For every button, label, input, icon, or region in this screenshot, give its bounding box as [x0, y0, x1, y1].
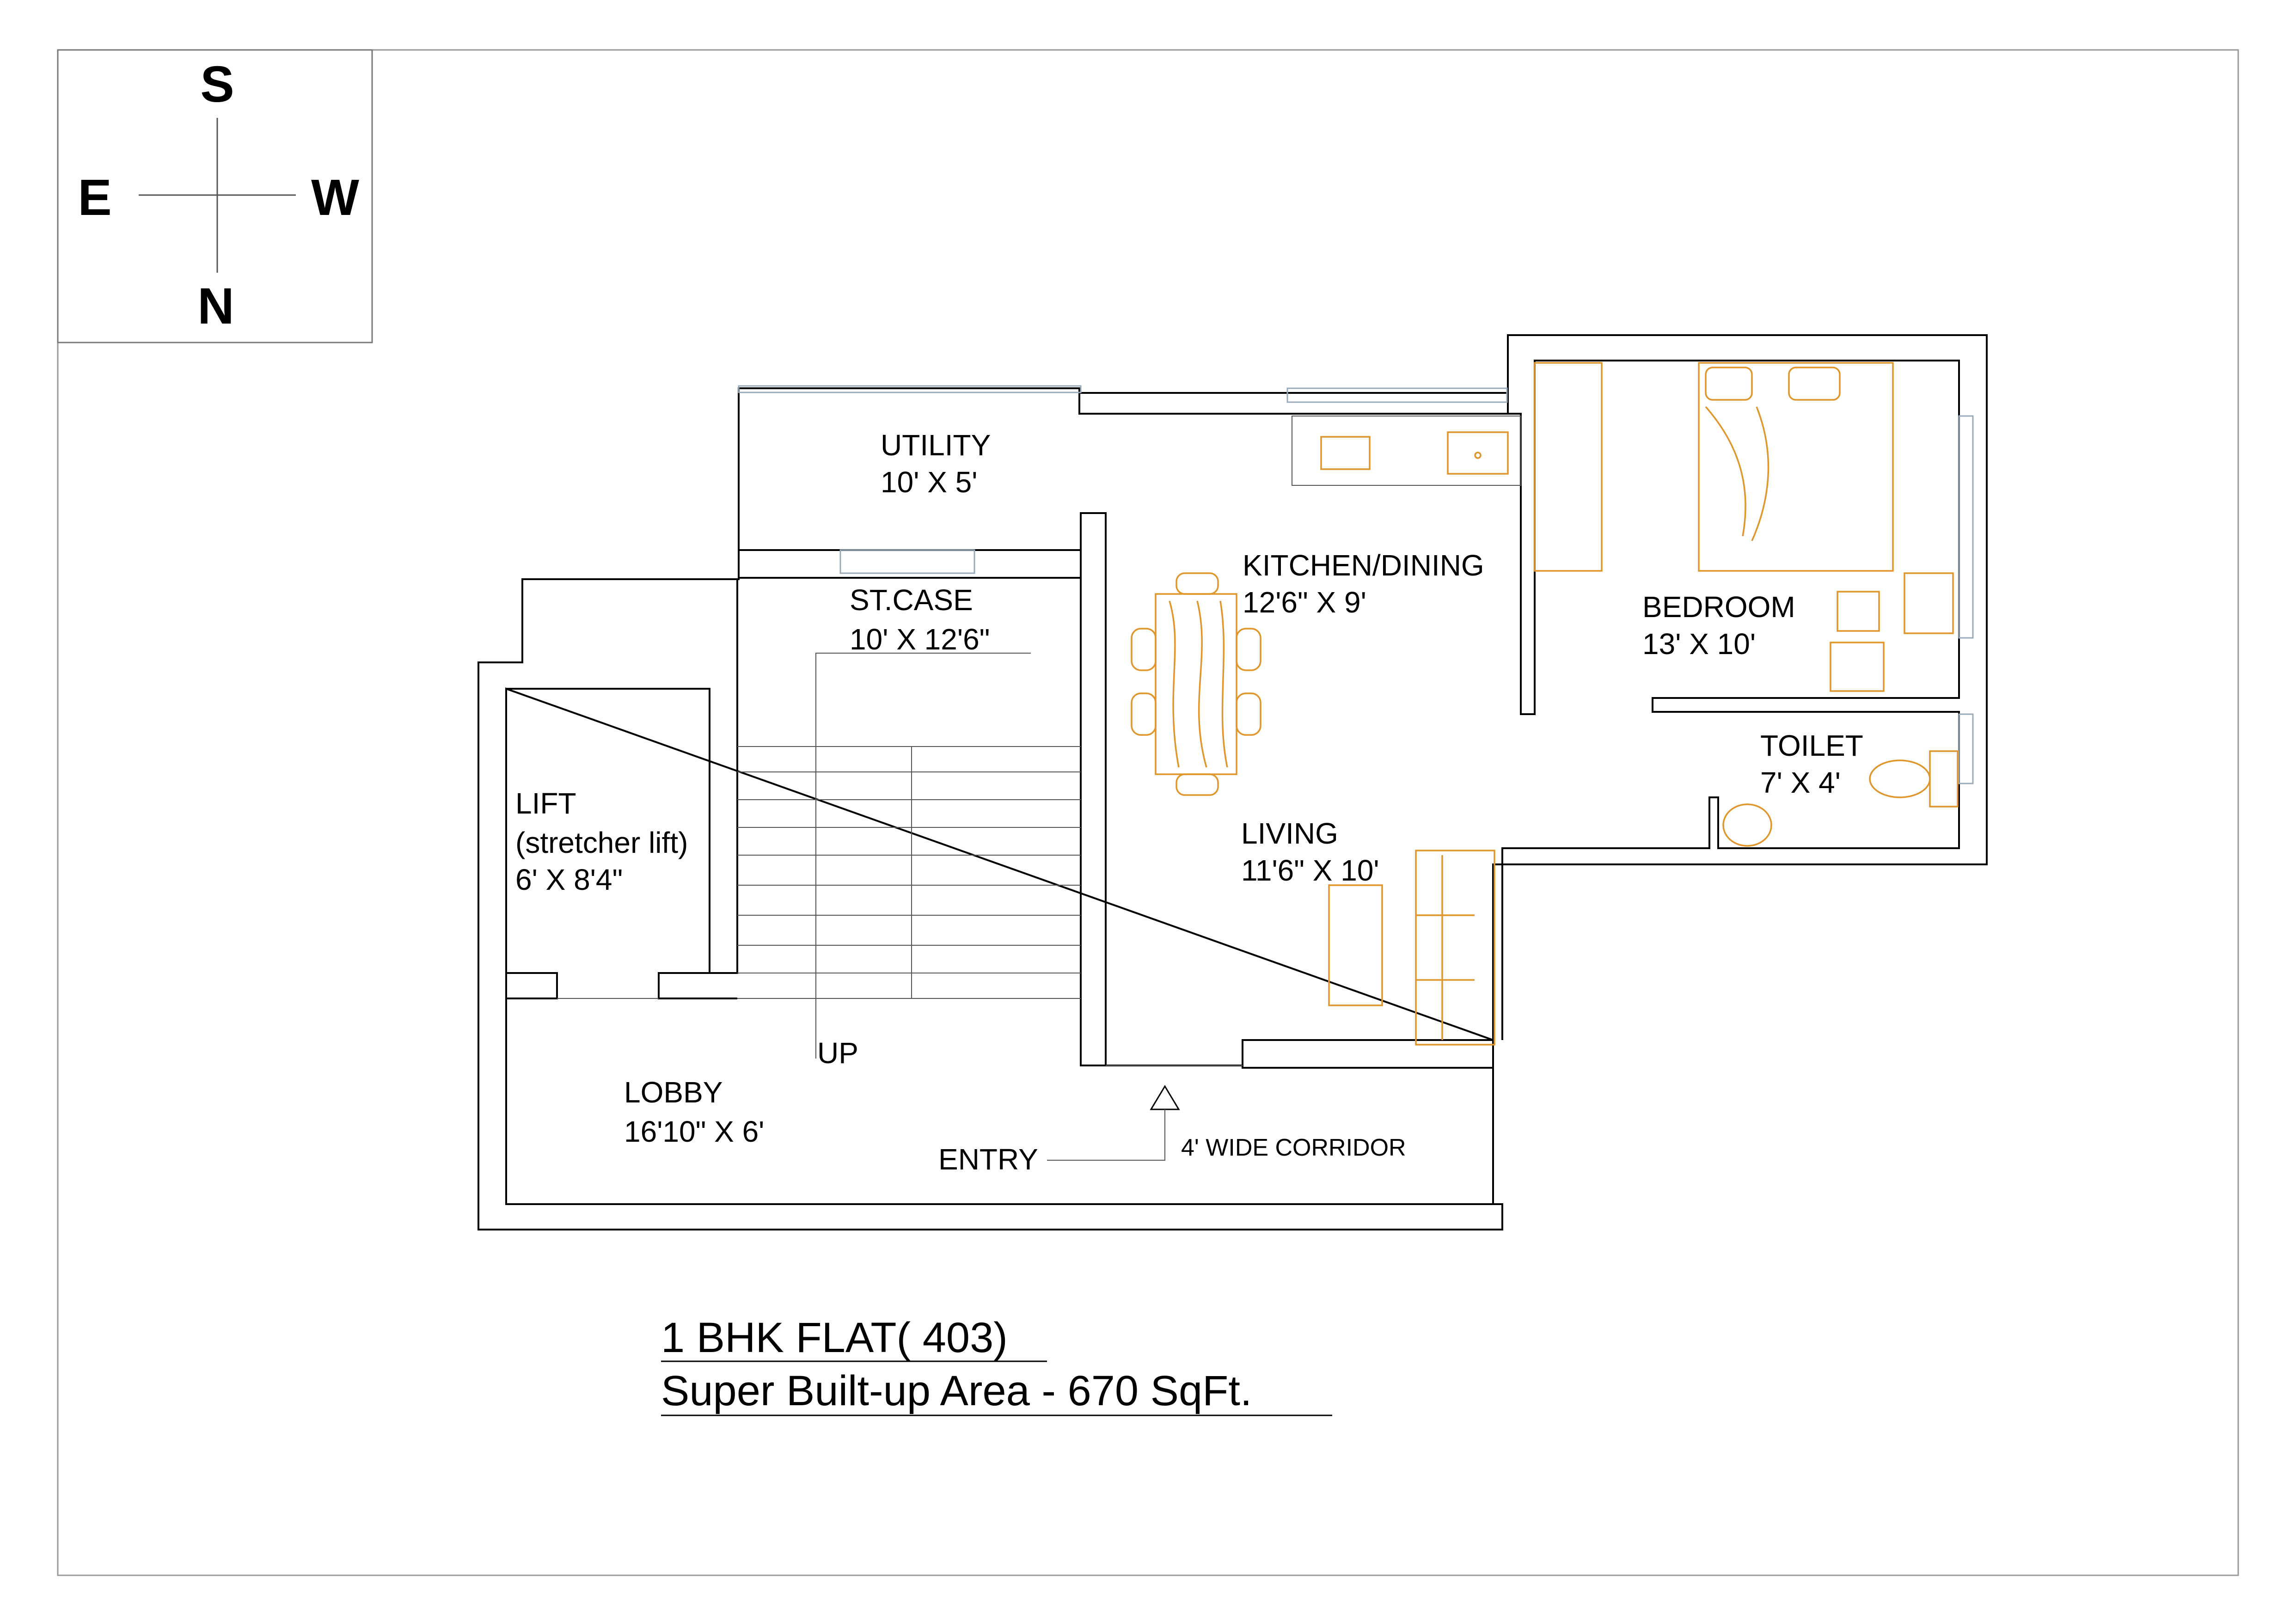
- living-label: LIVING: [1241, 817, 1338, 850]
- dining-chair: [1236, 628, 1261, 671]
- living-bottom-wall: [1106, 1040, 1243, 1066]
- sink-drain: [1474, 452, 1482, 459]
- lobby-label: LOBBY: [624, 1076, 722, 1109]
- entry-marker: [1047, 1065, 1243, 1161]
- hob: [1320, 436, 1371, 470]
- side-table: [1837, 591, 1880, 632]
- up-label: UP: [817, 1036, 858, 1070]
- kitchen-window: [1286, 387, 1508, 403]
- entry-leader-line: [1047, 1109, 1165, 1161]
- staircase-steps: [737, 653, 1081, 1059]
- wc: [1869, 759, 1931, 798]
- living-furniture: [1328, 850, 1495, 1046]
- utility-label: UTILITY: [881, 428, 991, 462]
- dining-chair: [1176, 572, 1219, 595]
- lift-label: LIFT: [515, 787, 576, 820]
- inner-wall: [505, 687, 1494, 1205]
- bedroom-window: [1958, 415, 1974, 639]
- utility-size: 10' X 5': [881, 465, 977, 499]
- wc-cistern: [1929, 750, 1959, 808]
- compass-top-label: S: [200, 56, 234, 113]
- dining-table: [1131, 572, 1261, 796]
- lift-note: (stretcher lift): [515, 826, 688, 859]
- room-labels: UTILITY 10' X 5' ST.CASE 10' X 12'6" KIT…: [515, 428, 1863, 1176]
- living-size: 11'6" X 10': [1241, 854, 1379, 887]
- toilet-fixtures: [1722, 750, 1959, 847]
- bed: [1698, 362, 1894, 572]
- dining-chair: [1236, 692, 1261, 736]
- sink: [1447, 431, 1509, 475]
- bedroom-label: BEDROOM: [1642, 590, 1795, 624]
- dining-chair: [1176, 773, 1219, 796]
- lobby-size: 16'10" X 6': [624, 1115, 764, 1148]
- tv-unit: [1328, 884, 1383, 1006]
- wash-basin: [1722, 803, 1772, 847]
- dining-table-grain: [1169, 600, 1228, 768]
- top-wall: [1078, 360, 1960, 1040]
- compass-right-label: W: [311, 169, 359, 226]
- area-title: Super Built-up Area - 670 SqFt.: [661, 1367, 1252, 1414]
- windows: [738, 385, 1974, 784]
- staircase-window: [839, 549, 975, 574]
- compass: S E W N: [57, 49, 373, 343]
- utility-outer-wall: [738, 388, 1107, 1066]
- kitchen-counter-top: [1292, 416, 1521, 486]
- stair-up-arrow-line: [815, 653, 1031, 1059]
- title-block: 1 BHK FLAT( 403) Super Built-up Area - 6…: [661, 1314, 1332, 1416]
- entry-arrow-icon: [1150, 1085, 1180, 1110]
- dining-chair: [1131, 692, 1157, 736]
- sheet-border: [57, 49, 2239, 1576]
- staircase-label: ST.CASE: [850, 583, 973, 617]
- staircase-size: 10' X 12'6": [850, 623, 990, 656]
- flat-title: 1 BHK FLAT( 403): [661, 1314, 1008, 1361]
- pillow: [1788, 367, 1841, 401]
- wardrobe: [1534, 362, 1603, 572]
- lift-wall: [710, 579, 738, 974]
- compass-bottom-label: N: [197, 278, 234, 335]
- corridor-label: 4' WIDE CORRIDOR: [1181, 1134, 1406, 1161]
- kitchen-dining-label: KITCHEN/DINING: [1243, 549, 1484, 582]
- armchair: [1830, 642, 1885, 692]
- entry-label: ENTRY: [938, 1143, 1038, 1176]
- kitchen-dining-size: 12'6" X 9': [1243, 586, 1366, 619]
- lift-size: 6' X 8'4": [515, 863, 623, 896]
- bedroom-size: 13' X 10': [1642, 627, 1756, 661]
- dining-chair: [1131, 628, 1157, 671]
- toilet-label: TOILET: [1760, 729, 1863, 762]
- pillow: [1705, 367, 1753, 401]
- utility-window: [738, 385, 1082, 393]
- bed-sheet: [1705, 406, 1769, 541]
- kitchen-counter: [1292, 416, 1521, 486]
- toilet-size: 7' X 4': [1760, 766, 1841, 799]
- armchair: [1904, 572, 1954, 634]
- lift-door-jamb: [506, 972, 558, 999]
- bedroom-furniture: [1534, 362, 1954, 692]
- compass-box: [57, 49, 373, 343]
- toilet-window: [1958, 713, 1974, 784]
- compass-left-label: E: [78, 169, 111, 226]
- lift-inner-wall: [506, 688, 737, 999]
- sofa: [1415, 850, 1495, 1046]
